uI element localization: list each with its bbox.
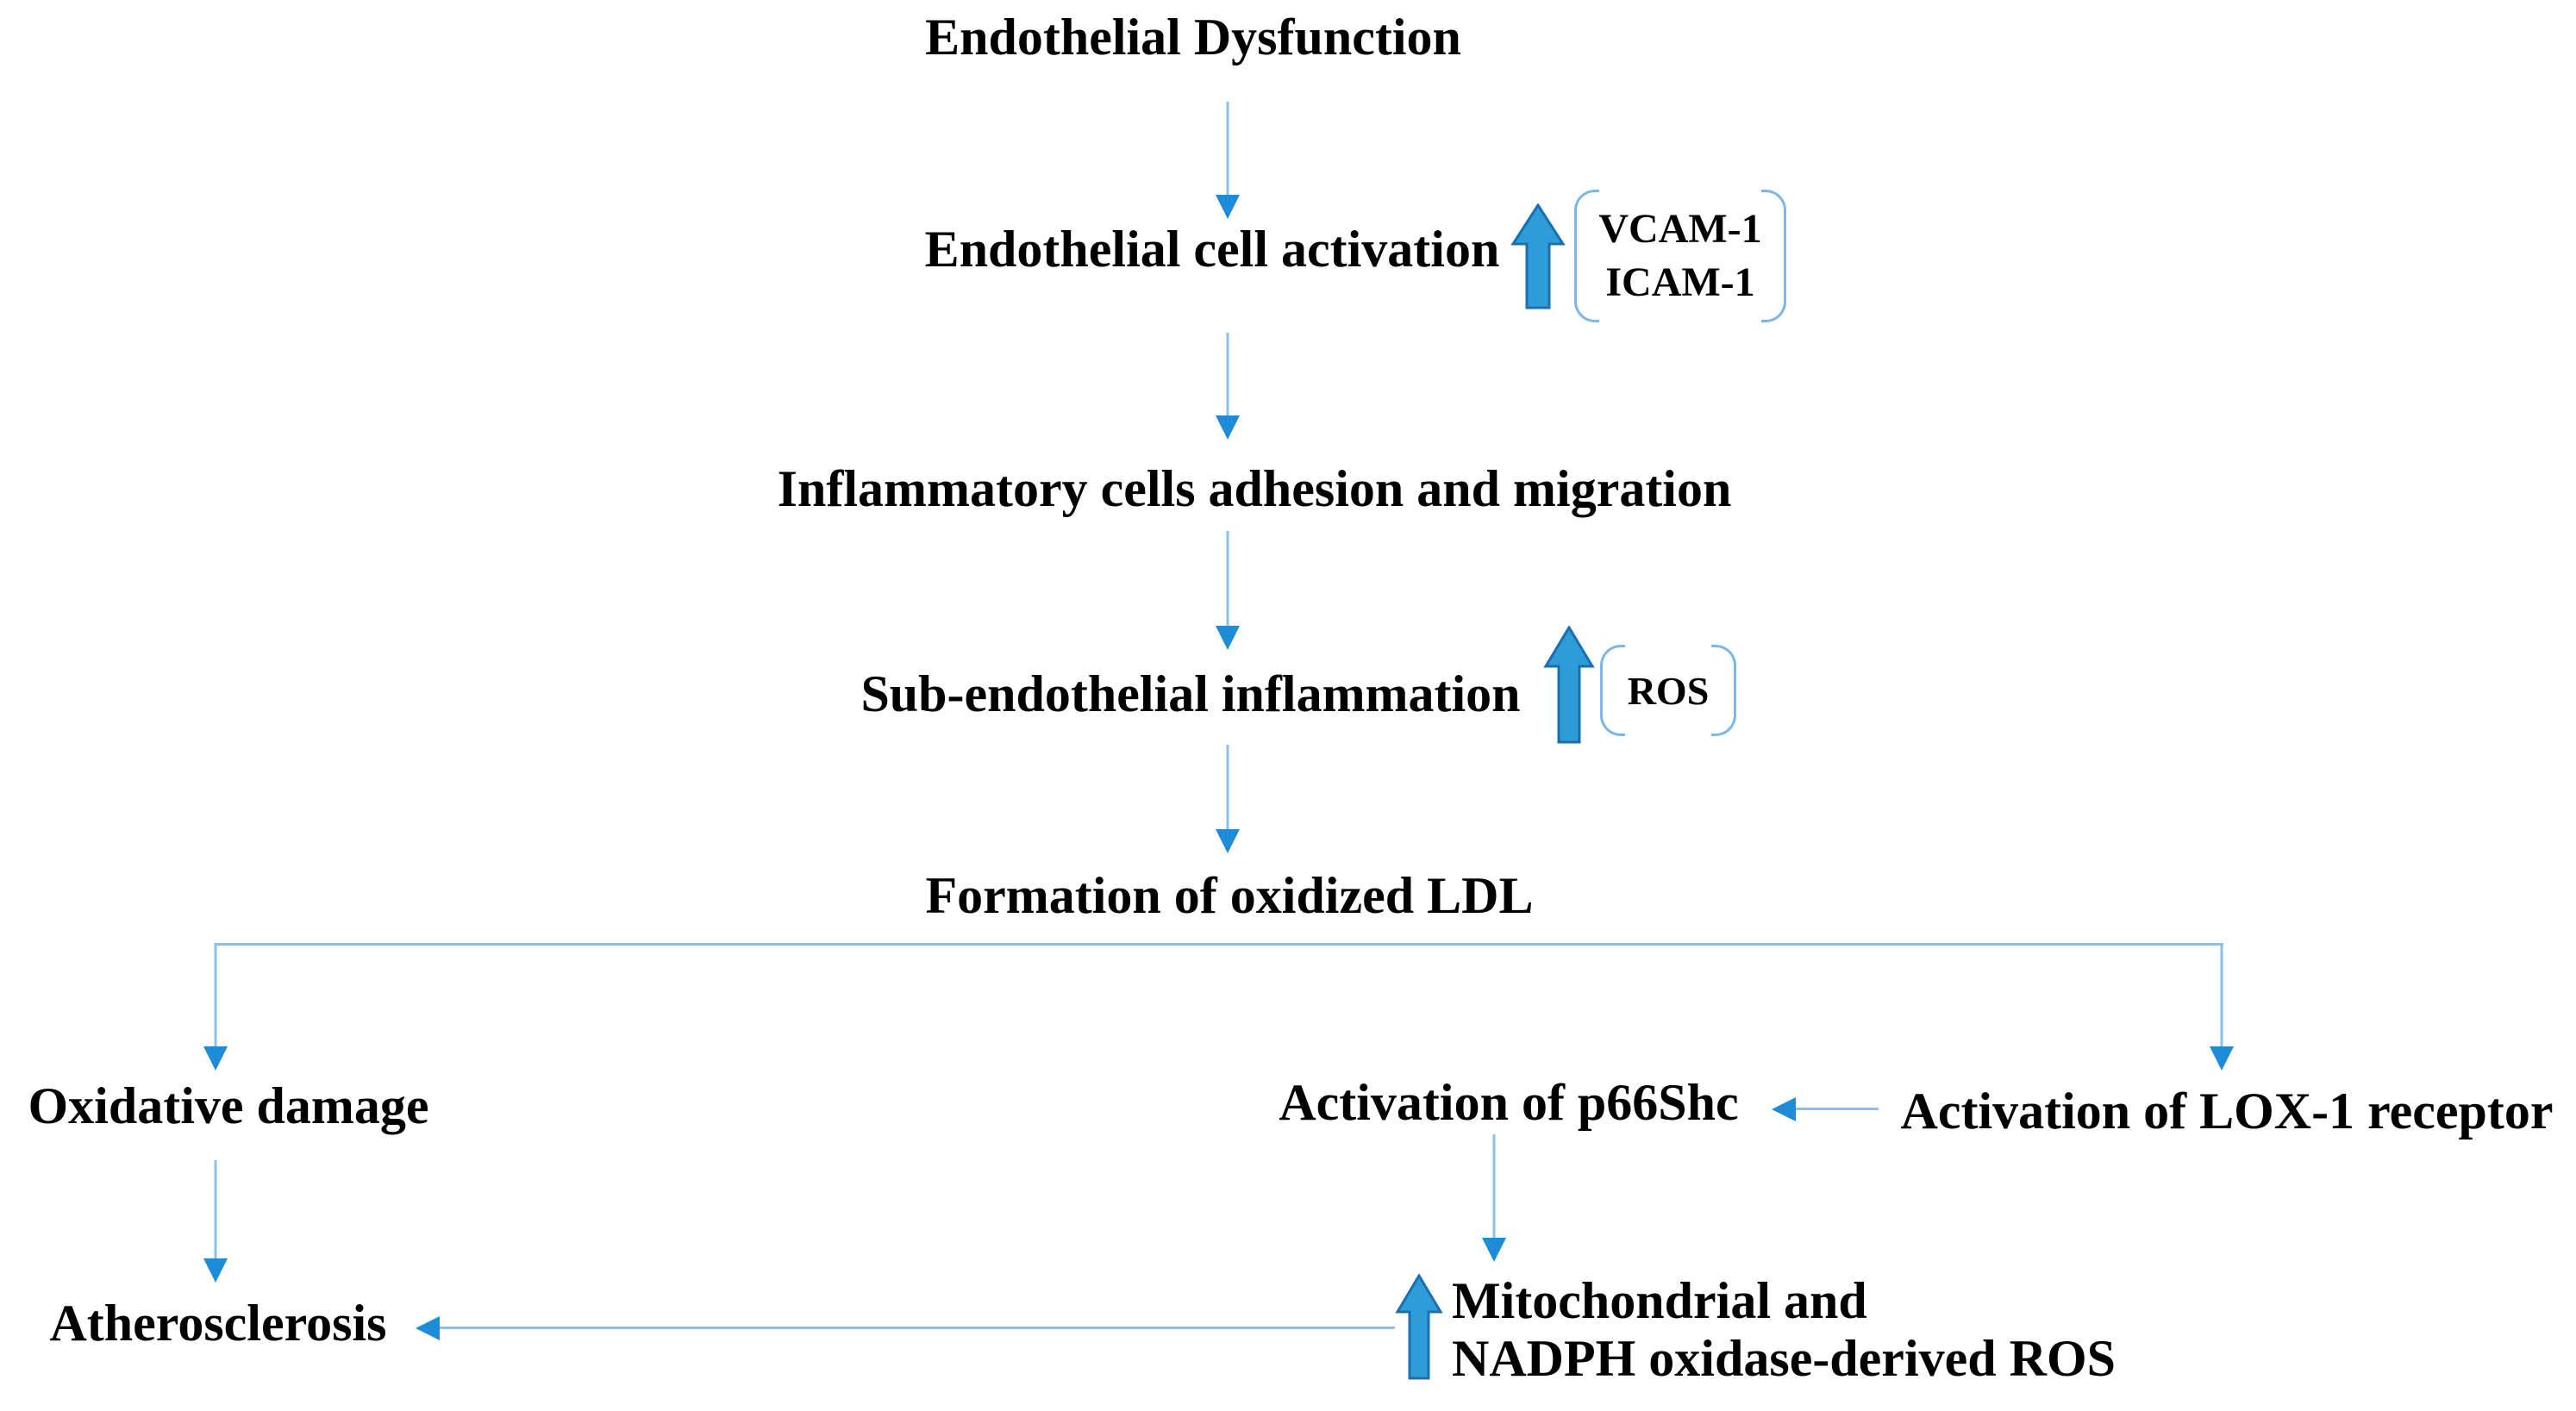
arrowhead-down-icon xyxy=(1482,1238,1506,1262)
arrow-shaft xyxy=(1226,333,1229,417)
arrowhead-down-icon xyxy=(203,1046,228,1071)
node-mitochondrial-ros: Mitochondrial and NADPH oxidase-derived … xyxy=(1452,1272,2116,1388)
node-inflammatory-adhesion: Inflammatory cells adhesion and migratio… xyxy=(777,460,1732,517)
marker-icam: ICAM-1 xyxy=(1605,259,1755,305)
arrowhead-down-icon xyxy=(1216,415,1240,440)
bracket-right-icon xyxy=(1711,645,1736,736)
arrow-shaft xyxy=(214,1160,217,1260)
bracket-left-icon xyxy=(1600,645,1625,736)
arrowhead-down-icon xyxy=(1216,829,1240,853)
node-atherosclerosis: Atherosclerosis xyxy=(49,1295,387,1352)
arrow-shaft xyxy=(438,1327,1395,1329)
marker-box-vcam-icam: VCAM-1 ICAM-1 xyxy=(1574,190,1786,322)
increase-arrow-ros-icon xyxy=(1543,626,1595,744)
node-oxidative-damage: Oxidative damage xyxy=(28,1077,429,1134)
arrow-oxidative-damage-to-atherosclerosis xyxy=(203,1160,228,1283)
arrow-shaft xyxy=(214,943,217,1048)
branch-horizontal-line xyxy=(216,943,2223,946)
arrow-shaft xyxy=(1794,1108,1879,1110)
arrowhead-down-icon xyxy=(1216,626,1240,650)
bracket-left-icon xyxy=(1574,190,1599,322)
node-subendothelial-inflammation: Sub-endothelial inflammation xyxy=(860,665,1521,722)
increase-arrow-mitochondrial-ros-icon xyxy=(1395,1274,1443,1380)
arrow-activation-to-adhesion xyxy=(1215,333,1241,440)
node-oxidized-ldl: Formation of oxidized LDL xyxy=(925,867,1534,924)
marker-ros: ROS xyxy=(1627,668,1710,713)
arrow-adhesion-to-inflammation xyxy=(1215,531,1241,650)
marker-vcam: VCAM-1 xyxy=(1598,205,1762,252)
arrowhead-down-icon xyxy=(1216,195,1240,219)
arrow-shaft xyxy=(1226,531,1229,627)
mitochondrial-ros-line2: NADPH oxidase-derived ROS xyxy=(1452,1330,2116,1388)
node-endothelial-cell-activation: Endothelial cell activation xyxy=(924,221,1500,278)
marker-box-ros: ROS xyxy=(1600,645,1736,736)
arrow-dysfunction-to-activation xyxy=(1215,102,1241,219)
arrow-shaft xyxy=(2220,943,2223,1048)
arrow-shaft xyxy=(1492,1134,1496,1239)
node-endothelial-dysfunction: Endothelial Dysfunction xyxy=(925,9,1461,66)
marker-vcam-icam-text: VCAM-1 ICAM-1 xyxy=(1598,203,1761,310)
arrow-shaft xyxy=(1226,102,1229,197)
arrow-branch-to-lox1 xyxy=(2209,943,2235,1071)
mitochondrial-ros-line1: Mitochondrial and xyxy=(1452,1272,1867,1329)
arrow-shaft xyxy=(1226,745,1229,831)
node-lox1-receptor: Activation of LOX-1 receptor xyxy=(1900,1083,2554,1139)
arrow-ros-to-atherosclerosis xyxy=(416,1315,1395,1341)
arrowhead-down-icon xyxy=(2210,1046,2234,1071)
arrowhead-left-icon xyxy=(416,1316,440,1340)
arrowhead-left-icon xyxy=(1772,1097,1796,1121)
arrowhead-down-icon xyxy=(203,1258,228,1283)
arrow-branch-to-oxidative-damage xyxy=(203,943,228,1071)
increase-arrow-vcam-icam-icon xyxy=(1510,203,1566,309)
arrow-inflammation-to-oxldl xyxy=(1215,745,1241,853)
bracket-right-icon xyxy=(1761,190,1786,322)
arrow-lox1-to-p66shc xyxy=(1772,1096,1879,1122)
arrow-p66shc-to-mitochondrial-ros xyxy=(1481,1134,1507,1262)
node-p66shc: Activation of p66Shc xyxy=(1279,1074,1739,1131)
